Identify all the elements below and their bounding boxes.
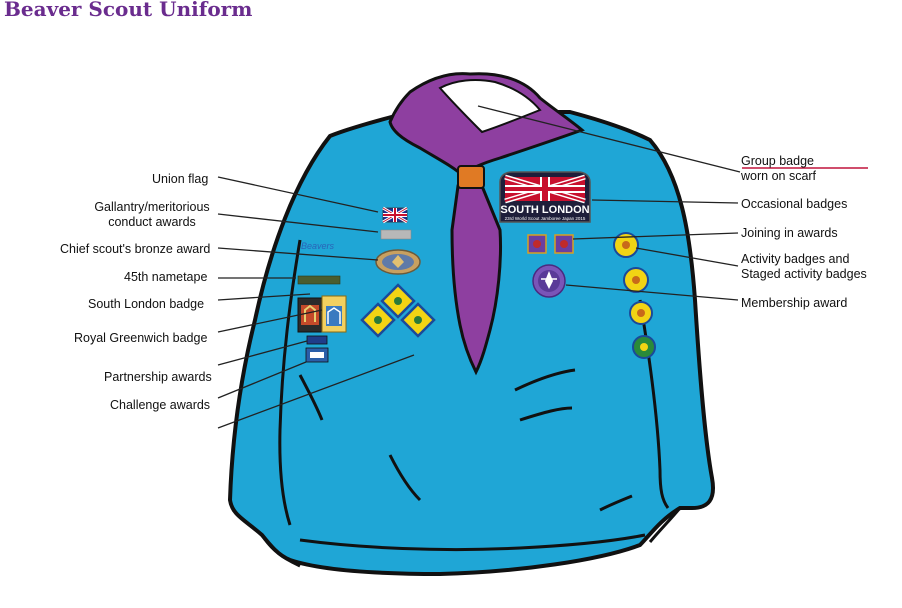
label-gallantry-line-2: conduct awards bbox=[108, 215, 196, 229]
leader-membership bbox=[565, 284, 739, 301]
beavers-logo: Beavers bbox=[301, 241, 335, 251]
label-union-flag: Union flag bbox=[152, 172, 209, 186]
label-south-london: South London badge bbox=[88, 297, 205, 311]
label-activity-line-1: Activity badges and bbox=[741, 252, 850, 266]
label-chief-scout: Chief scout's bronze award bbox=[60, 242, 211, 256]
fold-line-5 bbox=[599, 494, 633, 512]
label-activity-line-2: Staged activity badges bbox=[741, 267, 867, 281]
challenge-diamonds bbox=[360, 283, 436, 338]
label-membership: Membership award bbox=[741, 296, 848, 310]
label-joining-in: Joining in awards bbox=[741, 226, 838, 240]
label-group-badge-line-2: worn on scarf bbox=[741, 169, 817, 183]
woggle bbox=[457, 165, 485, 189]
leader-activity bbox=[635, 247, 739, 267]
leader-joining-in bbox=[572, 232, 739, 240]
right-cuff bbox=[648, 507, 682, 543]
fold-line-4 bbox=[298, 374, 324, 421]
leader-group-badge bbox=[477, 105, 741, 173]
scarf-tail bbox=[450, 184, 503, 376]
leader-lines-left bbox=[217, 176, 415, 429]
label-partnership: Partnership awards bbox=[104, 370, 212, 384]
activity-badges bbox=[613, 232, 656, 359]
label-gallantry: Gallantry/meritorious conduct awards bbox=[90, 200, 214, 230]
label-challenge: Challenge awards bbox=[110, 398, 211, 412]
waistband bbox=[299, 533, 646, 552]
left-sleeve-line bbox=[278, 239, 302, 526]
right-badges: SOUTH LONDON 23rd World Scout Jamboree J… bbox=[499, 171, 656, 359]
leader-diamonds bbox=[217, 354, 415, 429]
leader-gallantry bbox=[217, 213, 379, 233]
leader-occasional bbox=[591, 199, 739, 204]
royal-greenwich-badge bbox=[321, 295, 347, 333]
label-occasional: Occasional badges bbox=[741, 197, 848, 211]
fold-line-2 bbox=[519, 406, 573, 422]
label-royal-greenwich: Royal Greenwich badge bbox=[74, 331, 208, 345]
jamboree-text: 23rd World Scout Jamboree Japan 2015 bbox=[505, 216, 586, 221]
gallantry-badge bbox=[380, 229, 412, 240]
occasional-badge: SOUTH LONDON 23rd World Scout Jamboree J… bbox=[499, 171, 591, 223]
label-group-badge: Group badge worn on scarf bbox=[741, 154, 816, 184]
leader-royal-greenwich bbox=[217, 309, 323, 333]
leader-union-flag bbox=[217, 176, 379, 213]
south-london-patch-text: SOUTH LONDON bbox=[500, 204, 589, 216]
leader-chief-scout bbox=[217, 247, 379, 261]
nametape-badge bbox=[297, 275, 341, 285]
south-london-badge bbox=[297, 297, 323, 333]
label-gallantry-line-1: Gallantry/meritorious bbox=[94, 200, 210, 214]
union-flag-badge bbox=[382, 206, 408, 224]
page-title: Beaver Scout Uniform bbox=[4, 0, 253, 21]
leader-partnership bbox=[217, 340, 308, 366]
label-nametape: 45th nametape bbox=[124, 270, 208, 284]
chief-scout-badge bbox=[375, 249, 421, 275]
left-badges: Beavers bbox=[297, 206, 436, 363]
fold-line-1 bbox=[514, 368, 576, 392]
leader-lines-right bbox=[477, 105, 741, 301]
scarf bbox=[388, 72, 585, 376]
scarf-inner bbox=[438, 79, 542, 134]
leader-south-london bbox=[217, 293, 311, 301]
fold-line-3 bbox=[388, 454, 422, 502]
label-activity: Activity badges and Staged activity badg… bbox=[741, 252, 867, 282]
leader-challenge bbox=[217, 361, 307, 399]
label-group-badge-line-1: Group badge bbox=[741, 154, 814, 168]
partnership-badge bbox=[306, 335, 328, 345]
membership-badge bbox=[532, 264, 566, 298]
left-cuff bbox=[260, 534, 301, 568]
